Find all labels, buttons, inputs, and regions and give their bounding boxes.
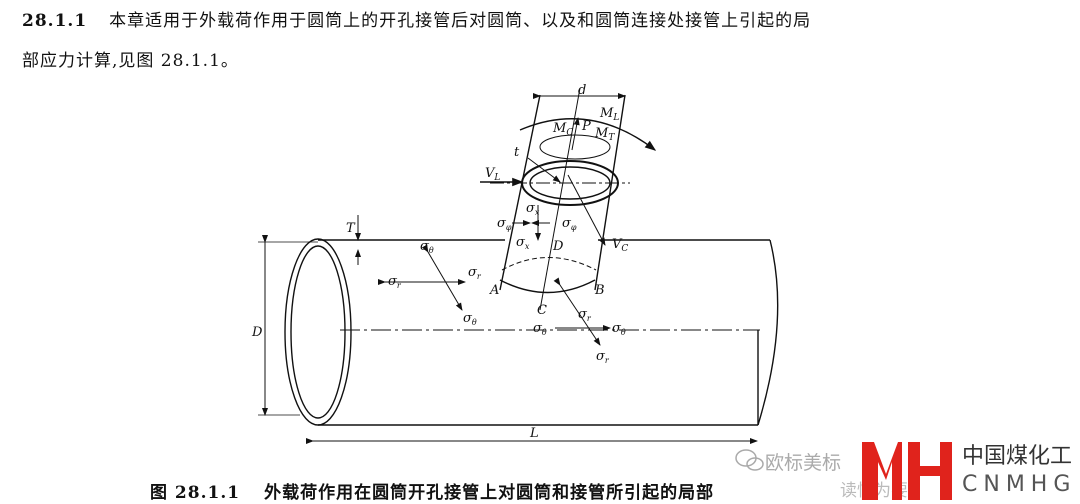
label-a: A bbox=[489, 283, 499, 298]
label-sigma-r-3: σr bbox=[578, 307, 592, 323]
label-vl: VL bbox=[485, 166, 500, 183]
label-sigma-theta: σθ bbox=[420, 239, 434, 255]
label-shell-d: D bbox=[251, 325, 263, 340]
label-c: C bbox=[537, 303, 547, 318]
label-sigma-theta-4: σθ bbox=[612, 321, 626, 337]
figure-caption: 图 28.1.1 外载荷作用在圆筒开孔接管上对圆筒和接管所引起的局部 bbox=[150, 478, 714, 503]
shell-left-end-outer bbox=[284, 238, 352, 426]
label-d: d bbox=[578, 83, 586, 98]
label-sigma-x: σx bbox=[526, 201, 540, 217]
label-vc: VC bbox=[612, 237, 628, 254]
brand-en: CNMHG bbox=[962, 472, 1077, 497]
nozzle-base bbox=[499, 279, 596, 294]
label-t: t bbox=[514, 145, 520, 160]
label-sigma-phi-2: σφ bbox=[562, 216, 577, 232]
paragraph-line-1: 28.1.1 本章适用于外载荷作用于圆筒上的开孔接管后对圆筒、以及和圆筒连接处接管… bbox=[22, 6, 811, 31]
caption-number: 图 28.1.1 bbox=[150, 483, 241, 503]
paragraph-line-2: 部应力计算,见图 28.1.1。 bbox=[22, 51, 239, 71]
label-b: B bbox=[594, 283, 605, 298]
label-sigma-r: σr bbox=[388, 274, 402, 290]
label-l: L bbox=[529, 426, 539, 441]
label-sigma-r-2: σr bbox=[468, 265, 482, 281]
paragraph-text: 本章适用于外载荷作用于圆筒上的开孔接管后对圆筒、以及和圆筒连接处接管上引起的局 bbox=[109, 11, 812, 31]
nozzle-left-wall bbox=[499, 94, 541, 291]
section-number: 28.1.1 bbox=[22, 11, 88, 31]
label-sigma-phi: σφ bbox=[497, 216, 512, 232]
label-sigma-theta-2: σθ bbox=[463, 311, 477, 327]
brand-cn: 中国煤化工 bbox=[962, 444, 1073, 469]
label-p: P bbox=[581, 119, 591, 134]
label-mc: MC bbox=[552, 121, 573, 138]
label-sigma-x-2: σx bbox=[516, 235, 530, 251]
shell-right-end bbox=[757, 239, 779, 426]
label-t-thickness: T bbox=[346, 221, 356, 236]
wechat-icon bbox=[735, 449, 764, 471]
label-mt: MT bbox=[594, 126, 615, 143]
caption-text: 外载荷作用在圆筒开孔接管上对圆筒和接管所引起的局部 bbox=[264, 483, 715, 503]
watermark-account: 欧标美标 bbox=[765, 452, 842, 474]
label-nozzle-d: D bbox=[552, 239, 564, 254]
label-ml: ML bbox=[599, 106, 619, 123]
nozzle-right-wall bbox=[594, 94, 626, 291]
label-sigma-r-4: σr bbox=[596, 349, 610, 365]
brand-logo-mh bbox=[862, 442, 952, 500]
label-sigma-theta-3: σθ bbox=[533, 321, 547, 337]
